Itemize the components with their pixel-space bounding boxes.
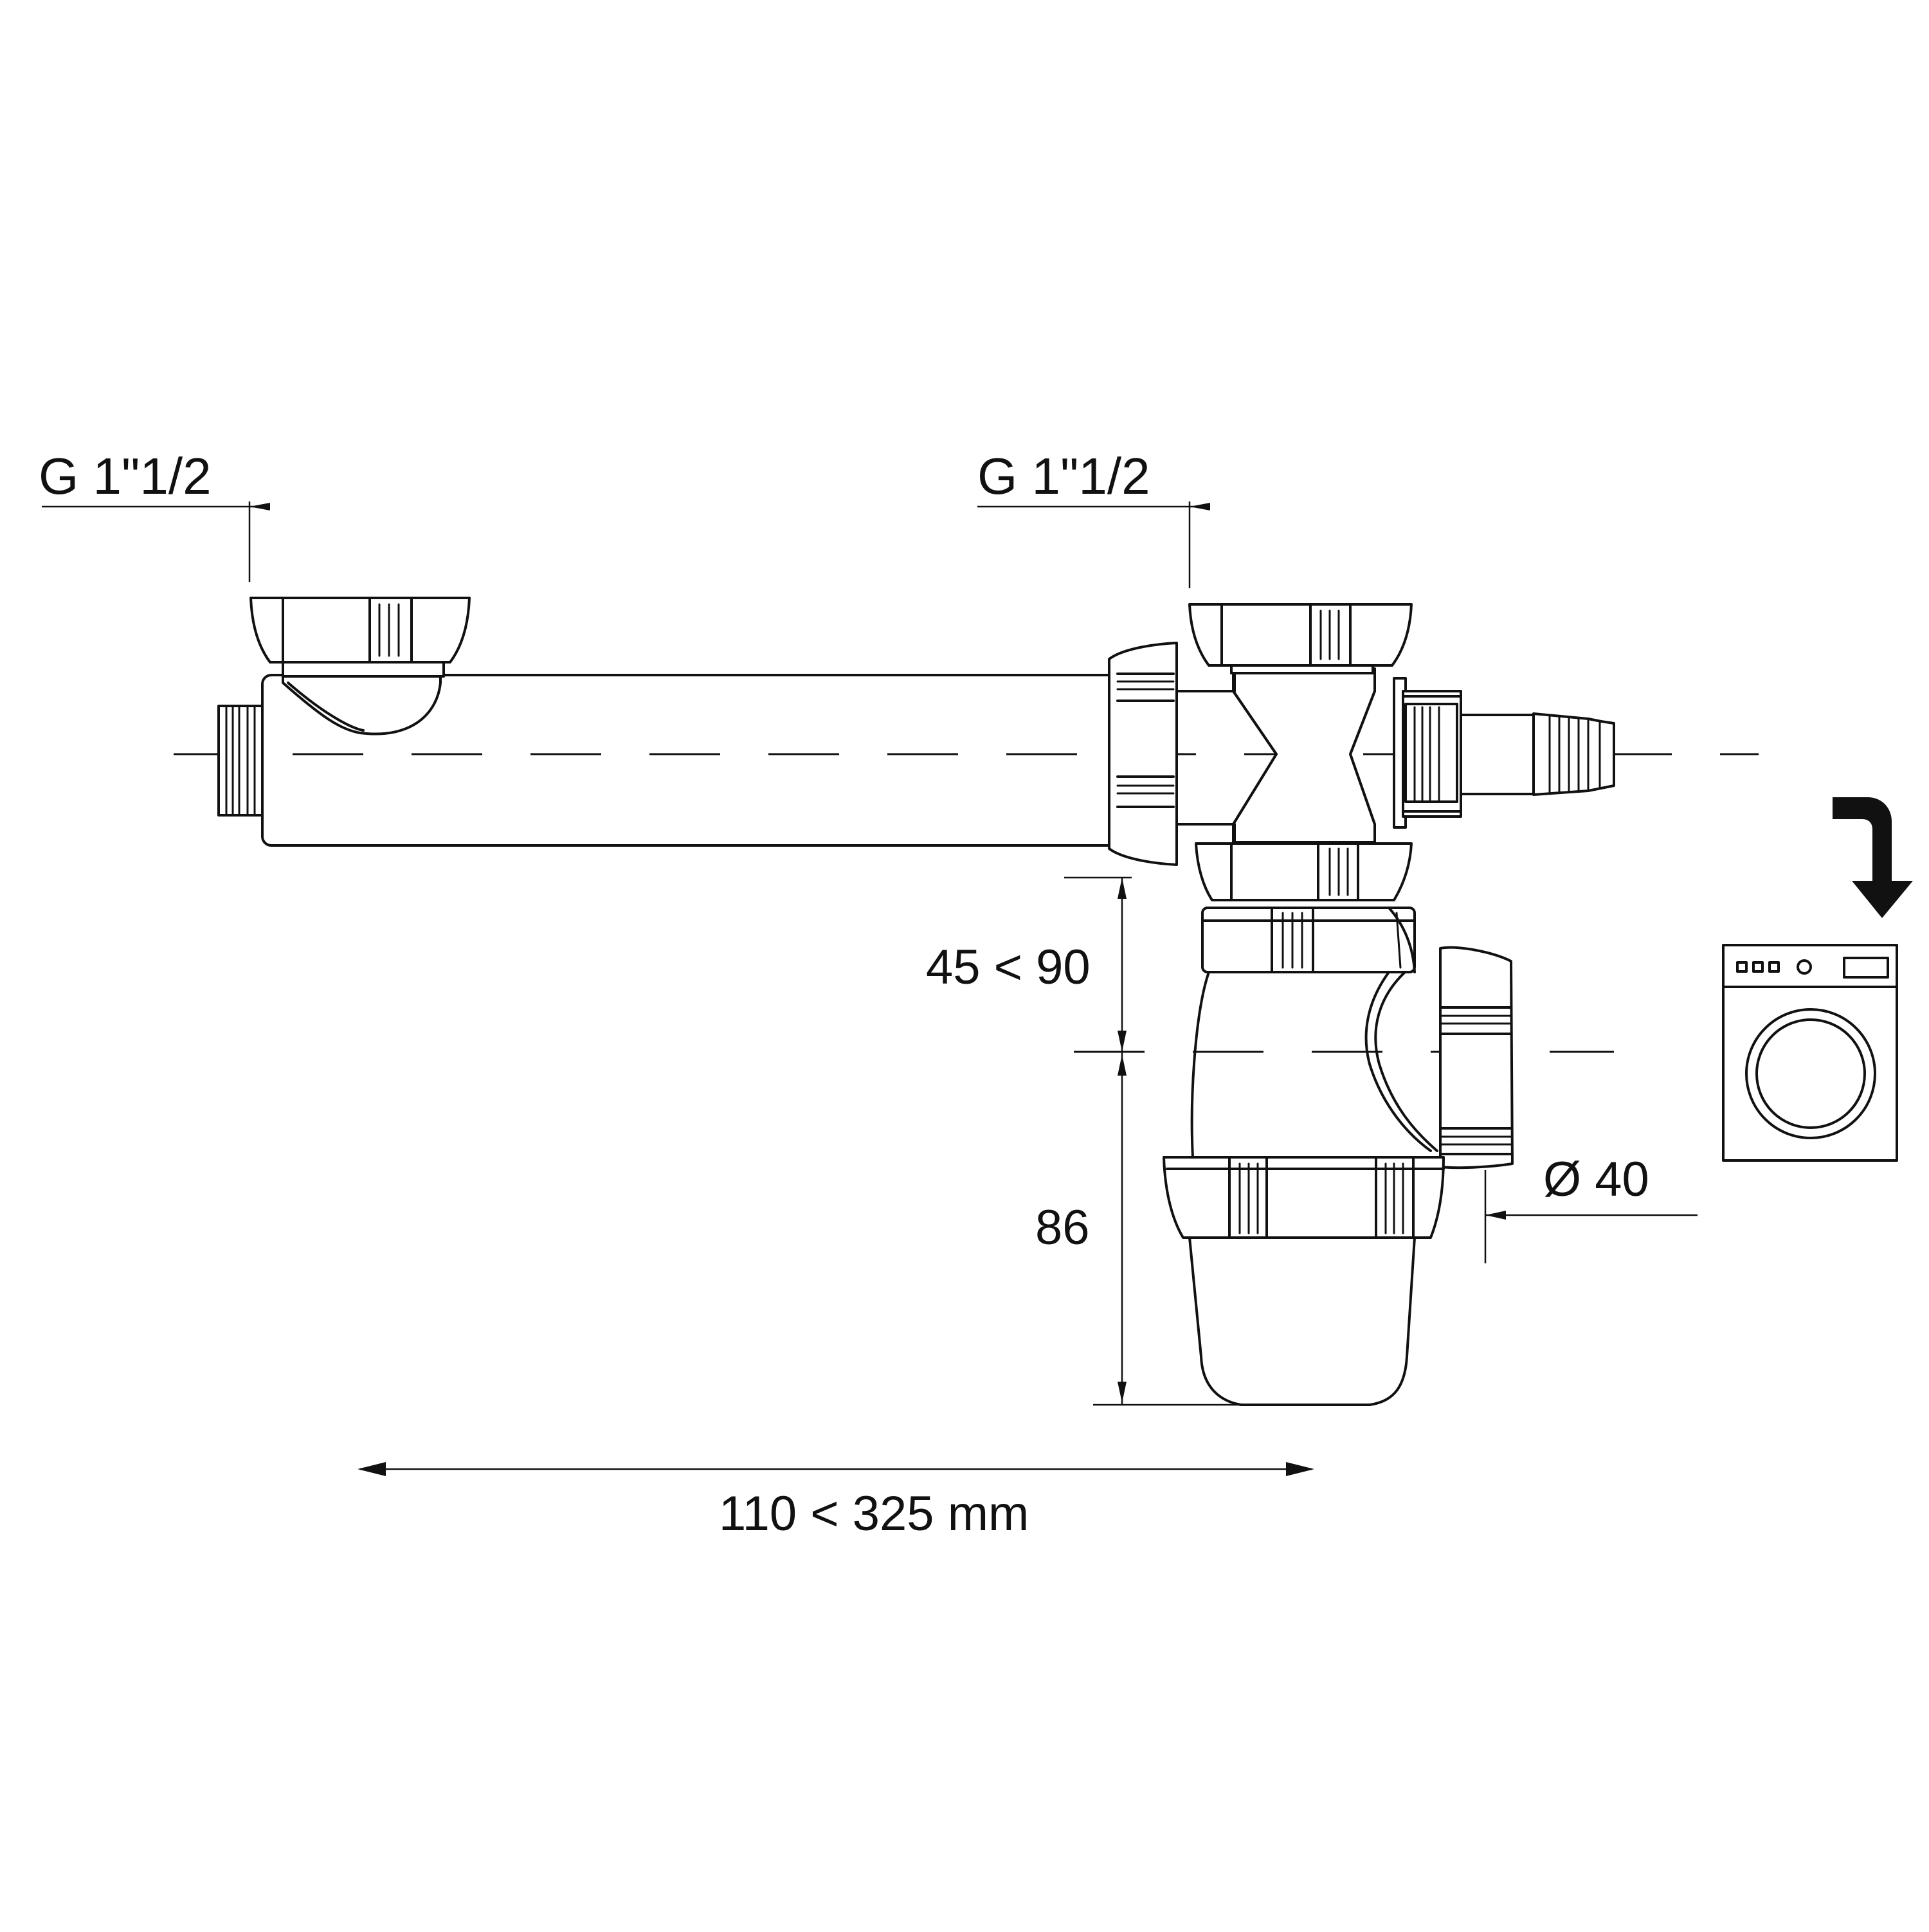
outlet-diameter-dimension: [1484, 1170, 1698, 1263]
trap-cup: [1188, 1236, 1416, 1406]
thread-label-right: G 1"1/2: [977, 447, 1150, 505]
height-adjust-dimension: [1064, 876, 1132, 1052]
trap-body: [1190, 971, 1438, 1159]
length-dimension: [358, 1462, 1314, 1476]
side-outlet-nut: [1439, 946, 1514, 1169]
appliance-hose-connector: [1393, 677, 1615, 829]
trap-bottom-nut: [1163, 1156, 1445, 1239]
length-range-label: 110 < 325 mm: [719, 1486, 1029, 1541]
outlet-diameter-label: Ø 40: [1543, 1152, 1649, 1207]
basin-nut-left: [249, 597, 471, 678]
pipe-slip-nut: [1108, 642, 1178, 866]
basin-nut-right: [1188, 603, 1413, 674]
washing-machine-icon: [1722, 944, 1898, 1162]
trap-upper-nut: [1201, 907, 1416, 973]
lower-coupling-nut: [1195, 842, 1413, 901]
tee-connector-body: [1175, 667, 1376, 844]
horizontal-pipe: [217, 674, 1119, 847]
height-adjust-label: 45 < 90: [926, 940, 1091, 995]
trap-height-label: 86: [1035, 1200, 1090, 1255]
trap-height-dimension: [1093, 1052, 1244, 1406]
thread-dimension-left: [42, 501, 270, 582]
thread-label-left: G 1"1/2: [39, 447, 212, 505]
curved-down-arrow-icon: [1833, 797, 1913, 918]
thread-dimension-right: [977, 501, 1210, 588]
